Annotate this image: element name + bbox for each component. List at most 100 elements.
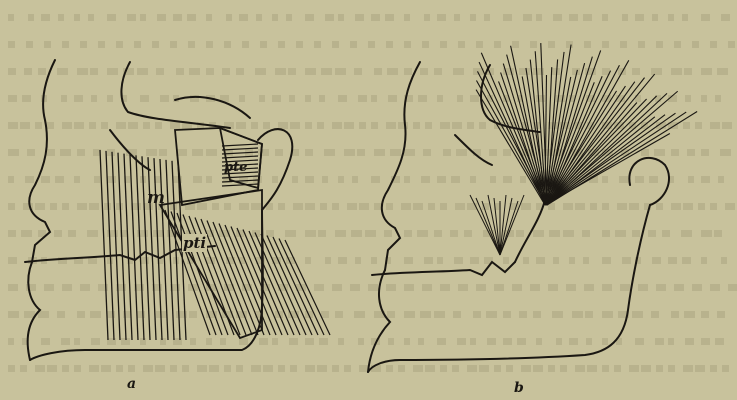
bleed-glyph — [152, 41, 159, 48]
bleed-glyph — [292, 176, 298, 183]
bleed-glyph — [421, 176, 430, 183]
bleed-glyph — [209, 365, 219, 372]
bleed-glyph — [344, 149, 355, 156]
bleed-glyph — [519, 311, 527, 318]
bleed-glyph — [523, 14, 532, 21]
bleed-glyph — [656, 284, 666, 291]
hatch-stroke — [479, 62, 545, 205]
bleed-glyph — [91, 95, 97, 102]
bleed-glyph — [335, 230, 346, 237]
bleed-glyph — [127, 14, 136, 21]
bleed-glyph — [8, 311, 19, 318]
bleed-glyph — [424, 257, 433, 264]
bleed-glyph — [319, 95, 325, 102]
bleed-glyph — [87, 230, 98, 237]
bleed-glyph — [80, 41, 87, 48]
bleed-glyph — [556, 338, 562, 345]
bleed-glyph — [572, 311, 583, 318]
bleed-glyph — [44, 41, 51, 48]
bleed-glyph — [116, 203, 123, 210]
bleed-glyph — [61, 95, 67, 102]
bleed-glyph — [503, 311, 511, 318]
bleed-glyph — [385, 14, 394, 21]
bleed-glyph — [305, 365, 315, 372]
bleed-glyph — [486, 311, 497, 318]
bleed-glyph — [47, 122, 54, 129]
bleed-glyph — [74, 365, 81, 372]
bleed-glyph — [622, 257, 631, 264]
bleed-glyph — [622, 14, 628, 21]
bleed-glyph — [272, 95, 281, 102]
bleed-glyph — [602, 365, 609, 372]
bleed-glyph — [220, 338, 226, 345]
bleed-glyph — [47, 365, 57, 372]
bleed-glyph — [107, 68, 118, 75]
bleed-glyph — [107, 14, 116, 21]
bleed-glyph — [24, 68, 32, 75]
bleed-glyph — [61, 338, 70, 345]
label-m: m — [147, 188, 165, 208]
bleed-glyph — [285, 230, 296, 237]
bleed-glyph — [236, 365, 243, 372]
bleed-glyph — [20, 365, 27, 372]
bleed-glyph — [398, 365, 405, 372]
bleed-glyph — [197, 365, 207, 372]
bleed-glyph — [236, 68, 244, 75]
bleed-glyph — [434, 68, 442, 75]
bleed-glyph — [506, 365, 513, 372]
bleed-glyph — [272, 14, 278, 21]
bleed-glyph — [437, 95, 443, 102]
bleed-glyph — [188, 41, 195, 48]
bleed-glyph — [553, 14, 562, 21]
bleed-glyph — [332, 122, 342, 129]
bleed-glyph — [8, 284, 18, 291]
bleed-glyph — [293, 203, 303, 210]
bleed-glyph — [590, 203, 597, 210]
bleed-glyph — [556, 95, 565, 102]
bleed-glyph — [586, 338, 592, 345]
bleed-glyph — [484, 14, 490, 21]
bleed-glyph — [701, 311, 709, 318]
bleed-glyph — [272, 176, 278, 183]
bleed-glyph — [275, 68, 286, 75]
bleed-glyph — [332, 203, 339, 210]
bleed-glyph — [668, 338, 674, 345]
bleed-glyph — [418, 95, 427, 102]
bleed-glyph — [455, 203, 465, 210]
bleed-glyph — [88, 14, 94, 21]
bleed-glyph — [374, 149, 385, 156]
bleed-glyph — [424, 14, 430, 21]
bleed-glyph — [701, 230, 712, 237]
bleed-glyph — [620, 284, 630, 291]
bleed-glyph — [8, 122, 18, 129]
bleed-glyph — [153, 230, 164, 237]
bleed-glyph — [533, 230, 544, 237]
bleed-glyph — [629, 203, 639, 210]
face-profile-b — [382, 62, 420, 270]
bleed-glyph — [692, 41, 699, 48]
bleed-glyph — [695, 122, 702, 129]
bleed-glyph — [721, 257, 727, 264]
bleed-glyph — [344, 122, 354, 129]
bleed-glyph — [467, 122, 474, 129]
bleed-glyph — [404, 176, 410, 183]
bleed-glyph — [523, 257, 529, 264]
bleed-glyph — [305, 68, 316, 75]
bleed-glyph — [107, 311, 115, 318]
bleed-glyph — [157, 14, 166, 21]
bleed-glyph — [358, 338, 364, 345]
bleed-glyph — [533, 365, 543, 372]
bleed-glyph — [674, 284, 684, 291]
bleed-glyph — [371, 122, 378, 129]
bleed-glyph — [137, 311, 145, 318]
bleed-glyph — [418, 338, 424, 345]
bleed-glyph — [170, 41, 177, 48]
bleed-glyph — [116, 41, 123, 48]
bleed-glyph — [116, 122, 126, 129]
bleed-glyph — [503, 14, 512, 21]
bleed-glyph — [437, 257, 443, 264]
bleed-glyph — [351, 230, 362, 237]
bleed-glyph — [8, 365, 15, 372]
bleed-glyph — [516, 230, 524, 237]
bleed-glyph — [206, 68, 214, 75]
